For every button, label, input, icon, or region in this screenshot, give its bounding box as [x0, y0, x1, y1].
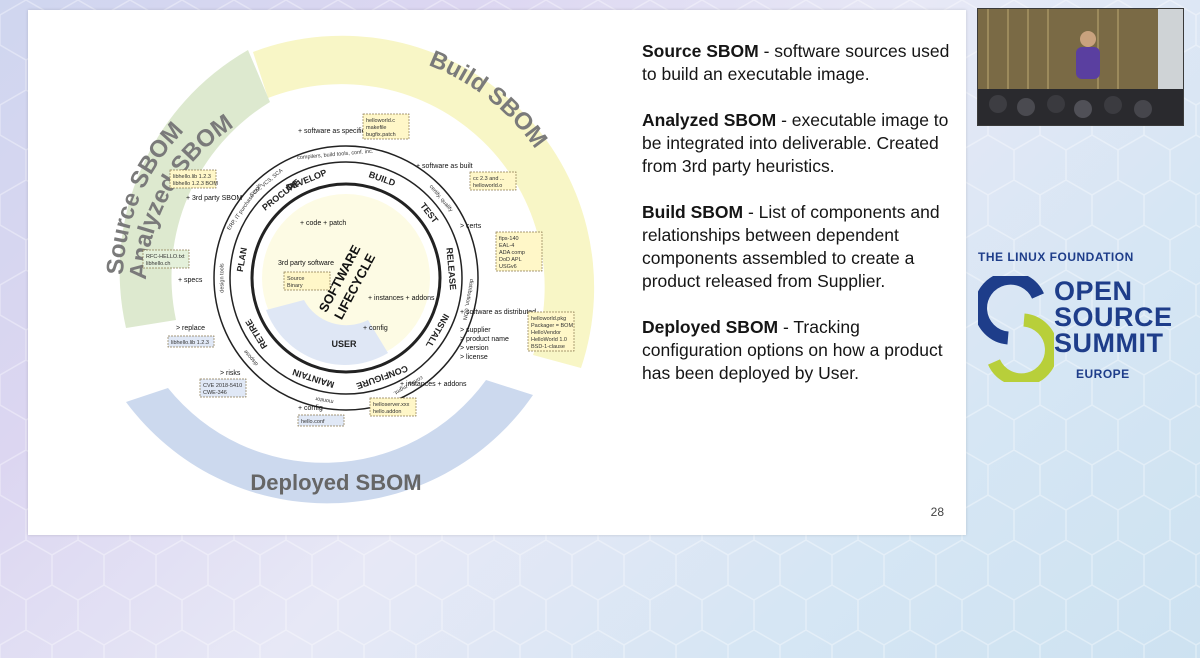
note-box: libhello.lib 1.2.3 — [167, 335, 215, 348]
note-item: Source — [287, 276, 304, 282]
sbom-descriptions: Source SBOM - software sources used to b… — [642, 40, 962, 408]
note-item: RFC-HELLO.txt — [146, 254, 185, 260]
note-item: helloworld.pkg — [531, 316, 566, 322]
ann-product-name: > product name — [460, 336, 509, 343]
ann-license: > license — [460, 354, 488, 361]
phase-label: RETIRE — [243, 317, 269, 350]
tool-ring-label: monitor — [315, 395, 334, 404]
ann-config: + config — [298, 405, 323, 412]
note-item: HelloWorld 1.0 — [531, 337, 567, 343]
note-box: cc 2.3 and ...helloworld.o — [469, 171, 517, 191]
note-item: cc 2.3 and ... — [473, 176, 505, 182]
phase-label: INSTALL — [424, 312, 452, 350]
note-item: hello.conf — [301, 419, 325, 425]
analyzed-sbom-paragraph: Analyzed SBOM - executable image to be i… — [642, 110, 949, 176]
tool-ring-label: design tools — [219, 263, 225, 293]
deployed-sbom-label: Deployed SBOM — [250, 470, 421, 495]
note-item: CWE-346 — [203, 390, 227, 396]
note-item: USGv6 — [499, 264, 517, 270]
open-source-summit-wordmark: OPEN SOURCE SUMMIT — [1054, 276, 1173, 358]
note-item: helloworld.o — [473, 183, 502, 189]
ann-replace: > replace — [176, 325, 205, 332]
note-item: HelloVendor — [531, 330, 561, 336]
note-box: hello.conf — [297, 414, 345, 427]
note-item: fips-140 — [499, 236, 519, 242]
note-item: Packager = BOM — [531, 323, 573, 329]
user-label: USER — [331, 339, 357, 349]
note-item: ADA comp — [499, 250, 525, 256]
lifecycle-diagram: Source SBOM Analyzed SBOM Build SBOM Dep… — [102, 35, 595, 504]
build-sbom-paragraph: Build SBOM - List of components and rela… — [642, 202, 940, 291]
speaker-video — [977, 8, 1184, 126]
note-item: DoD APL — [499, 257, 522, 263]
note-item: makefile — [366, 125, 386, 131]
note-item: libhello 1.2.3 BOM — [173, 181, 218, 187]
note-item: libhello.lib 1.2.3 — [173, 174, 211, 180]
deployed-sbom-arc — [126, 380, 533, 504]
region-label: EUROPE — [1076, 367, 1130, 381]
note-item: helloserver.xxx — [373, 402, 410, 408]
note-item: Binary — [287, 283, 303, 289]
note-item: EAL-4 — [499, 243, 514, 249]
ann-sw-distributed: + software as distributed — [460, 309, 536, 316]
phase-label: RELEASE — [444, 247, 458, 290]
slide-number: 28 — [930, 505, 944, 519]
event-branding: THE LINUX FOUNDATION OPEN SOURCE SUMMIT … — [978, 250, 1188, 382]
phase-label: PLAN — [235, 247, 249, 273]
ann-version: > version — [460, 345, 489, 352]
ann-certs: > certs — [460, 223, 482, 230]
ann-sw-specified: + software as specified — [298, 128, 370, 135]
note-item: hello.addon — [373, 409, 401, 415]
ann-supplier: > supplier — [460, 327, 491, 334]
ann-sw-built: + software as built — [416, 163, 473, 170]
ann-inner-instances: + instances + addons — [368, 295, 435, 302]
ann-inner-config: + config — [363, 325, 388, 332]
presentation-slide: Source SBOM Analyzed SBOM Build SBOM Dep… — [28, 10, 966, 535]
ann-instances: + instances + addons — [400, 381, 467, 388]
ann-risks: > risks — [220, 370, 241, 377]
deployed-sbom-paragraph: Deployed SBOM - Tracking configuration o… — [642, 317, 943, 383]
note-item: helloworld.c — [366, 118, 395, 124]
ann-third-party: + 3rd party SBOM — [186, 195, 242, 202]
ann-specs: + specs — [178, 277, 203, 284]
note-item: libhello.lib 1.2.3 — [171, 340, 209, 346]
linux-foundation-label: THE LINUX FOUNDATION — [978, 250, 1134, 264]
note-item: CVE 2018-5410 — [203, 383, 242, 389]
tool-ring-label: compilers, build tools, conf. inc. — [297, 149, 374, 162]
ann-code-patch: + code + patch — [300, 220, 346, 227]
note-item: BSD-1-clause — [531, 344, 565, 350]
source-sbom-paragraph: Source SBOM - software sources used to b… — [642, 41, 950, 84]
note-item: libhello.ch — [146, 261, 170, 267]
note-item: bugfix.patch — [366, 132, 396, 138]
ann-third-party-sw: 3rd party software — [278, 260, 334, 267]
build-sbom-arc — [253, 35, 595, 368]
open-source-summit-logo-icon — [978, 276, 1054, 382]
